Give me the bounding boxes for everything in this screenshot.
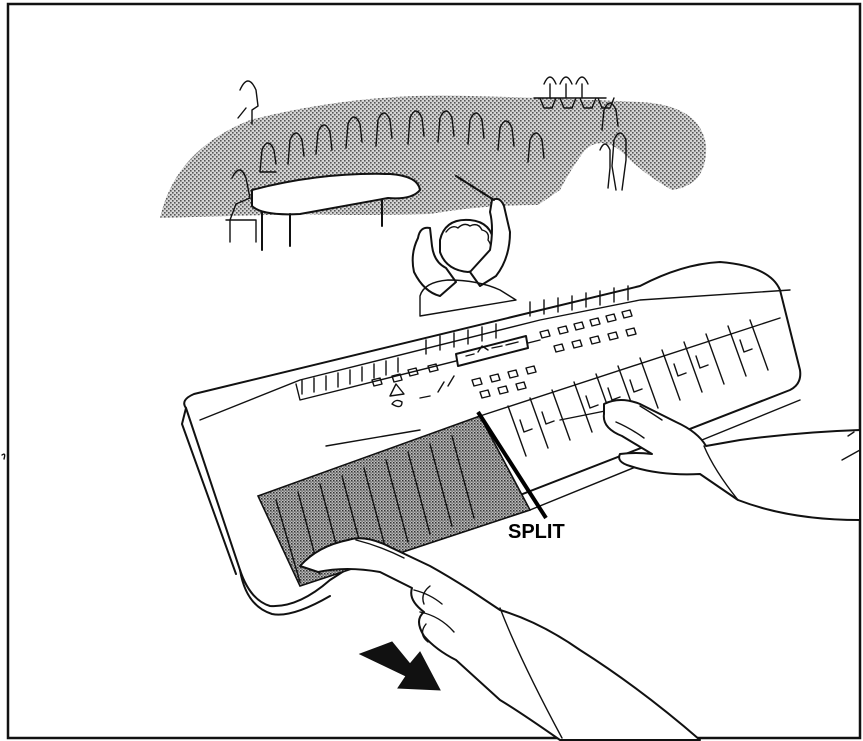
scan-mark [2,454,5,459]
orchestra-scene [160,77,706,316]
split-label: SPLIT [508,521,565,543]
direction-arrow [360,642,440,690]
right-hand [604,400,860,520]
left-hand [300,538,700,740]
keyboard: SPLIT [182,262,800,615]
